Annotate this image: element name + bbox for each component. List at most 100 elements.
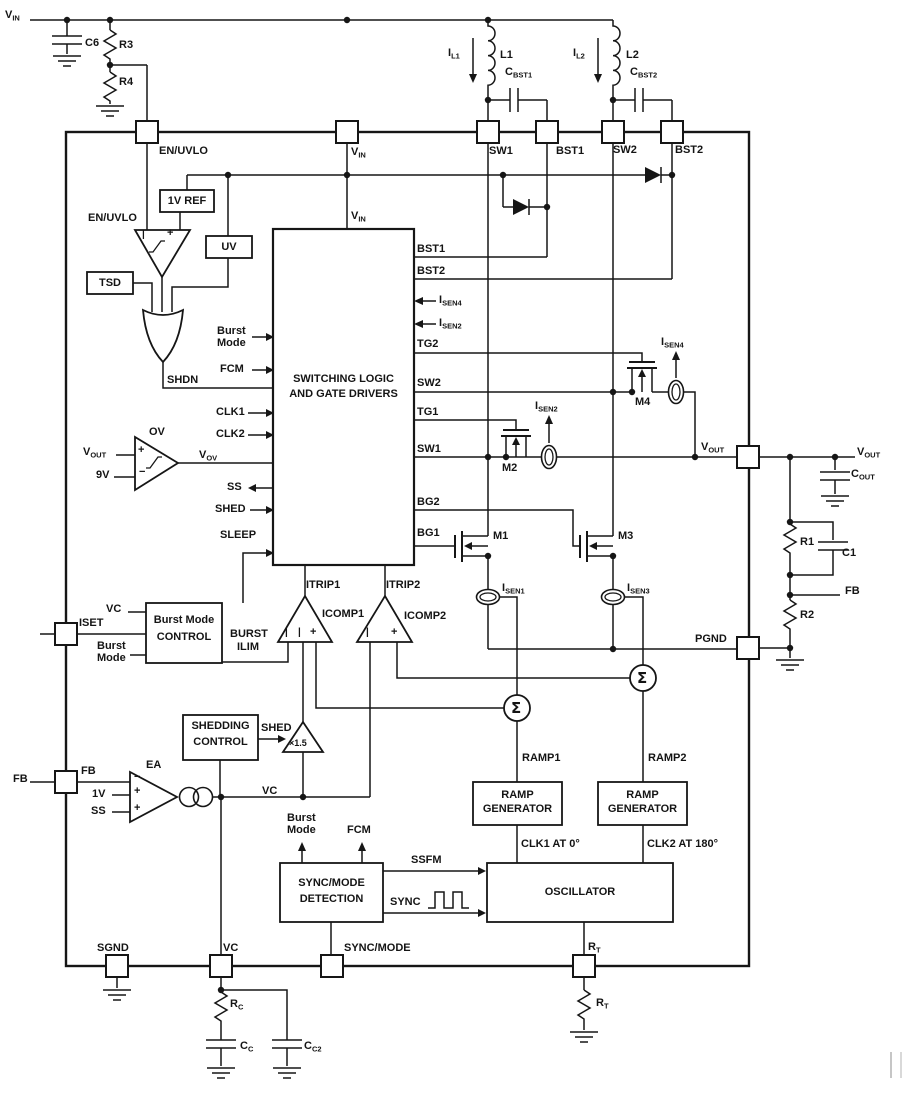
- osc-wires: [516, 825, 644, 955]
- r1-label: R1: [800, 536, 815, 548]
- en-uvlo-comp-label: EN/UVLO: [88, 212, 137, 224]
- current-sense-isen4: [667, 351, 685, 405]
- pin-sync-mode-label: SYNC/MODE: [344, 942, 411, 954]
- itrip2-label: ITRIP2: [386, 579, 421, 591]
- pin-rt-label: RT: [588, 941, 601, 955]
- m3-label: M3: [618, 530, 634, 542]
- internal-supply: [146, 143, 673, 312]
- r3-label: R3: [119, 39, 134, 51]
- inductor-l2: [594, 20, 621, 121]
- ea-ss-label: SS: [91, 805, 106, 817]
- power-stage-wires: [414, 143, 737, 650]
- ea-minus: −: [134, 771, 141, 783]
- pin-fb-label: FB: [81, 765, 96, 777]
- vin-rail: [30, 19, 613, 121]
- mosfet-m4: [627, 361, 657, 392]
- in-mode-label: Mode: [217, 337, 246, 349]
- icomp1-in1: |: [285, 627, 288, 638]
- icomp2-in1: |: [366, 627, 369, 638]
- l1-label: L1: [500, 49, 513, 61]
- bm-mode-label: Mode: [97, 652, 126, 664]
- ov-9v-label: 9V: [96, 469, 110, 481]
- pin-vin: [335, 120, 359, 144]
- shedding-line1: SHEDDING: [191, 720, 250, 732]
- sync-det-line2: DETECTION: [299, 893, 364, 905]
- burst-ctl-line2: CONTROL: [156, 631, 212, 643]
- sgnd-ground: [103, 977, 131, 1001]
- pin-vc-label: VC: [223, 942, 239, 954]
- sync-det-line1: SYNC/MODE: [298, 877, 365, 889]
- in-sleep-label: SLEEP: [220, 529, 257, 541]
- ea-label: EA: [146, 759, 162, 771]
- summing-wires: [315, 642, 644, 782]
- isen4-label: ISEN4: [661, 336, 684, 350]
- clk1-at-label: CLK1 AT 0°: [521, 838, 580, 850]
- port-bst2-label: BST2: [417, 265, 446, 277]
- switching-logic-line2: AND GATE DRIVERS: [289, 388, 398, 400]
- vov-label: VOV: [199, 449, 218, 463]
- output-network: [759, 456, 855, 671]
- ramp1-label: RAMP1: [522, 752, 561, 764]
- ov-comparator: [114, 435, 180, 492]
- c6-label: C6: [85, 37, 100, 49]
- pin-iset-label: ISET: [79, 617, 104, 629]
- mosfet-m1: [454, 531, 488, 562]
- pin-pgnd-label: PGND: [695, 633, 727, 645]
- icomp1-amp: [222, 565, 334, 722]
- tsd-label: TSD: [99, 277, 121, 289]
- pin-sw1-label: SW1: [489, 145, 513, 157]
- ramp-gen1-line2: GENERATOR: [482, 803, 553, 815]
- pin-bst1-label: BST1: [556, 145, 585, 157]
- ea-1v-label: 1V: [92, 788, 106, 800]
- icomp1-in2: |: [298, 627, 301, 638]
- m2-label: M2: [502, 462, 518, 474]
- clk2-at-label: CLK2 AT 180°: [647, 838, 719, 850]
- block-switching-logic: [271, 227, 416, 567]
- current-sense-isen1: [475, 588, 518, 695]
- ov-minus: −: [139, 466, 146, 478]
- sync-det-wires: [298, 842, 486, 955]
- pin-bst2-label: BST2: [675, 144, 704, 156]
- port-bst1-label: BST1: [417, 243, 446, 255]
- en-uvlo-minus: |: [142, 229, 145, 240]
- burst-ilim-line2: ILIM: [237, 641, 259, 653]
- pin-vin-label: VIN: [351, 146, 366, 160]
- shedding-line2: CONTROL: [193, 736, 248, 748]
- icomp2-label: ICOMP2: [404, 610, 447, 622]
- shdn-label: SHDN: [167, 374, 199, 386]
- pin-sw2: [601, 120, 625, 144]
- pin-pgnd: [736, 636, 760, 660]
- rc-label: RC: [230, 998, 244, 1012]
- block-burst-mode-control: [145, 602, 223, 664]
- pin-sgnd: [105, 954, 129, 978]
- cout-label: COUT: [851, 468, 875, 482]
- isen2-label: ISEN2: [535, 400, 558, 414]
- r2-label: R2: [800, 609, 815, 621]
- en-uvlo-comparator: [133, 229, 192, 312]
- icomp1-label: ICOMP1: [322, 608, 365, 620]
- ov-vout-label: VOUT: [83, 446, 107, 460]
- ov-plus: +: [138, 444, 145, 456]
- rt-resistor: [570, 977, 598, 1043]
- rt-ext-label: RT: [596, 997, 609, 1011]
- itrip1-label: ITRIP1: [306, 579, 341, 591]
- in-shed-label: SHED: [215, 503, 246, 515]
- pin-sgnd-label: SGND: [97, 942, 129, 954]
- isen-port-stubs: [414, 297, 436, 328]
- sigma2-glyph: Σ: [637, 669, 648, 687]
- sigma1-node: [503, 694, 531, 722]
- sd-mode-label: Mode: [287, 824, 316, 836]
- block-1v-ref: [159, 189, 215, 213]
- uv-label: UV: [221, 241, 237, 253]
- gain-x15-label: ×1.5: [289, 738, 307, 748]
- pin-sw1: [476, 120, 500, 144]
- bm-burst-label: Burst: [97, 640, 126, 652]
- vin-source-label: VIN: [5, 9, 20, 23]
- fb-right-label: FB: [845, 585, 860, 597]
- in-burst-label: Burst: [217, 325, 246, 337]
- ea-plus1: +: [134, 785, 141, 797]
- pin-en-uvlo-label: EN/UVLO: [159, 145, 208, 157]
- oscillator-label: OSCILLATOR: [544, 886, 616, 898]
